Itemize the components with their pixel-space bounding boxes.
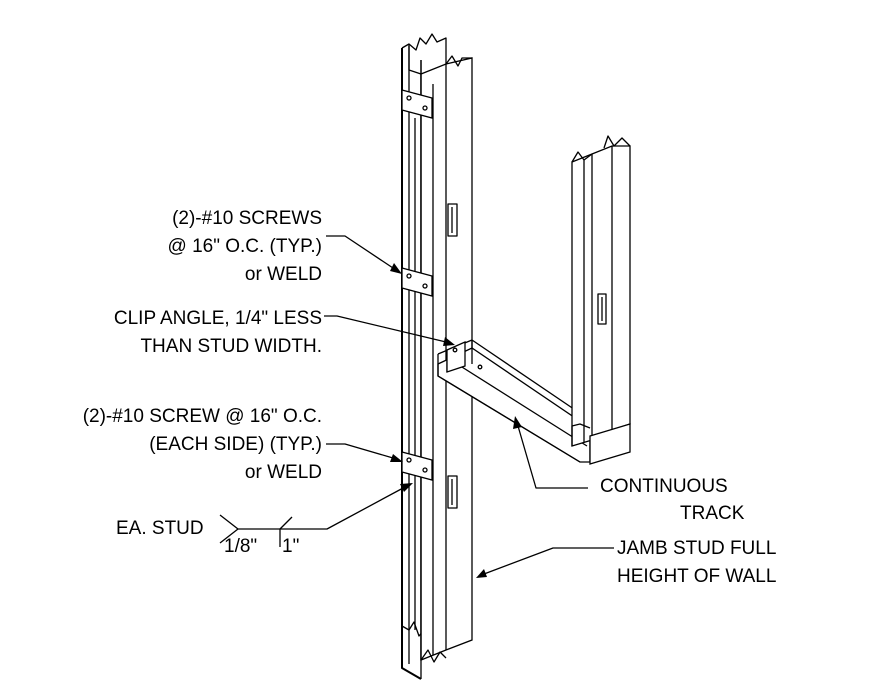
screws-top-line-3: or WELD (245, 264, 322, 285)
screw-side-line-3: or WELD (245, 462, 322, 483)
weld-size: 1/8" (224, 536, 257, 557)
screw-side-line-2: (EACH SIDE) (TYP.) (149, 434, 322, 455)
continuous-track-line-2: TRACK (680, 503, 745, 524)
clip-angle-line-2: THAN STUD WIDTH. (140, 336, 322, 357)
jamb-stud-line-2: HEIGHT OF WALL (617, 566, 776, 587)
screws-top-line-1: (2)-#10 SCREWS (172, 208, 322, 229)
continuous-track-line-1: CONTINUOUS (600, 476, 728, 497)
annotation-labels: (2)-#10 SCREWS @ 16" O.C. (TYP.) or WELD… (83, 208, 777, 587)
stud-knockout-lower (447, 475, 458, 509)
clip-angle-line-1: CLIP ANGLE, 1/4" LESS (114, 308, 322, 329)
screws-top-line-2: @ 16" O.C. (TYP.) (168, 236, 323, 257)
stud-knockout-upper (447, 203, 458, 237)
weld-length: 1" (282, 536, 299, 557)
leader-lines (219, 235, 614, 578)
cripple-stud (571, 135, 631, 465)
screw-side-line-1: (2)-#10 SCREW @ 16" O.C. (83, 406, 322, 427)
weld-note: EA. STUD (116, 518, 204, 539)
cripple-knockout (597, 293, 607, 325)
continuous-track (437, 339, 591, 463)
screw-plates (401, 89, 433, 481)
jamb-stud-line-1: JAMB STUD FULL (617, 538, 776, 559)
